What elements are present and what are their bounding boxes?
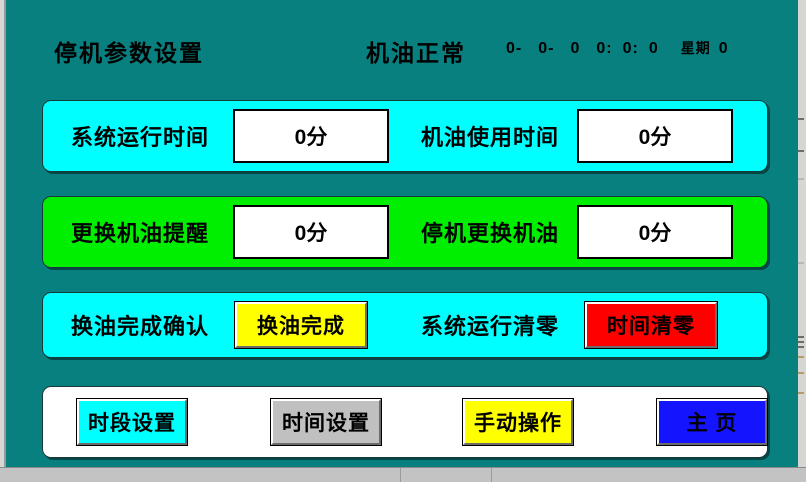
button-home[interactable]: 主 页 <box>656 398 768 446</box>
datetime-display: 0- 0- 0 0: 0: 0 星期 0 <box>506 38 729 58</box>
panel-oil-change: 更换机油提醒 0分 停机更换机油 0分 <box>42 196 768 268</box>
value-shutdown-oil-change[interactable]: 0分 <box>577 205 733 259</box>
value-system-runtime[interactable]: 0分 <box>233 109 389 163</box>
button-time-setting[interactable]: 时间设置 <box>270 398 382 446</box>
button-oil-change-done[interactable]: 换油完成 <box>234 301 368 349</box>
panel-runtime: 系统运行时间 0分 机油使用时间 0分 <box>42 100 768 172</box>
oil-status-text: 机油正常 <box>366 40 466 66</box>
datetime-minute: 0: <box>622 40 639 57</box>
application-window: 停机参数设置 机油正常 0- 0- 0 0: 0: 0 星期 0 系统运行时间 0分 机油使用… <box>4 0 798 468</box>
taskbar-segment-1[interactable] <box>0 468 401 482</box>
label-runtime-reset: 系统运行清零 <box>421 314 560 339</box>
value-oil-change-reminder[interactable]: 0分 <box>233 205 389 259</box>
weekday-label: 星期 <box>680 40 711 56</box>
value-oil-usetime[interactable]: 0分 <box>577 109 733 163</box>
datetime-year: 0- <box>506 40 523 57</box>
taskbar-segment-3[interactable] <box>492 468 806 482</box>
button-period-setting[interactable]: 时段设置 <box>76 398 188 446</box>
taskbar <box>0 467 806 482</box>
taskbar-segment-2[interactable] <box>401 468 492 482</box>
header-bar: 停机参数设置 机油正常 0- 0- 0 0: 0: 0 星期 0 <box>6 0 798 86</box>
label-shutdown-oil-change: 停机更换机油 <box>421 221 560 246</box>
label-system-runtime: 系统运行时间 <box>71 125 210 150</box>
datetime-second: 0 <box>648 40 659 57</box>
panel-confirm-reset: 换油完成确认 换油完成 系统运行清零 时间清零 <box>42 292 768 358</box>
page-title: 停机参数设置 <box>54 40 204 66</box>
datetime-hour: 0: <box>596 40 613 57</box>
weekday-value: 0 <box>718 40 729 57</box>
button-time-reset[interactable]: 时间清零 <box>584 301 718 349</box>
label-oil-change-confirm: 换油完成确认 <box>71 314 210 339</box>
panel-navigation: 时段设置 时间设置 手动操作 主 页 <box>42 386 768 458</box>
label-oil-usetime: 机油使用时间 <box>421 125 560 150</box>
label-oil-change-reminder: 更换机油提醒 <box>71 221 210 246</box>
datetime-day: 0 <box>570 40 581 57</box>
button-manual-operation[interactable]: 手动操作 <box>462 398 574 446</box>
datetime-month: 0- <box>538 40 555 57</box>
